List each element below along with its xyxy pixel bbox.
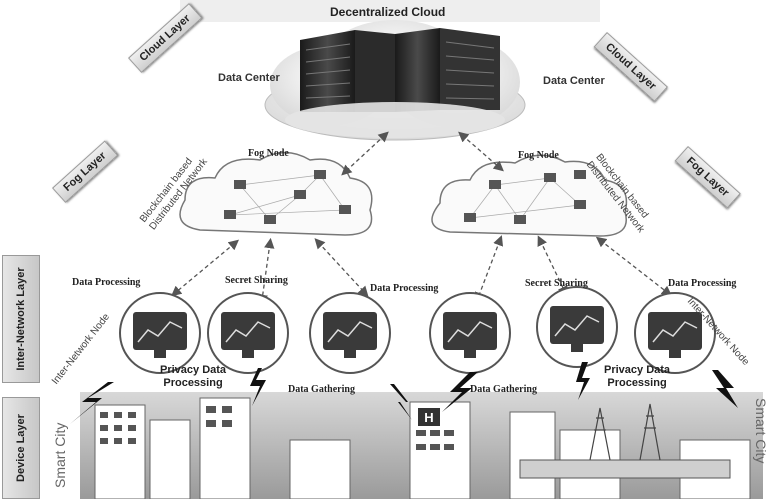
top-banner (180, 0, 600, 22)
smart-city-illustration: H (80, 392, 763, 499)
privacy-line2: Processing (163, 377, 223, 389)
secret-sharing-label-1: Secret Sharing (225, 275, 288, 286)
data-processing-label-3: Data Processing (668, 278, 737, 289)
smart-city-label-left: Smart City (52, 422, 68, 488)
data-center-right-label: Data Center (543, 75, 605, 87)
fog-node-label-right: Fog Node (518, 150, 559, 161)
diagram-title: Decentralized Cloud (330, 5, 446, 19)
fog-node-label-left: Fog Node (248, 148, 289, 159)
fog-cloud-right (431, 154, 628, 237)
fog-cloud-left (179, 151, 373, 236)
privacy-line1: Privacy Data (160, 364, 227, 376)
svg-text:H: H (424, 410, 433, 425)
data-gathering-label-left: Data Gathering (288, 384, 355, 395)
privacy-line1: Privacy Data (604, 364, 671, 376)
inter-network-nodes (119, 286, 716, 374)
privacy-line2: Processing (607, 377, 667, 389)
dashed-connection-arrows (171, 131, 673, 306)
data-gathering-label-right: Data Gathering (470, 384, 537, 395)
data-processing-label-2: Data Processing (370, 283, 439, 294)
smart-city-label-right: Smart City (753, 398, 769, 464)
privacy-processing-label-right: Privacy Data Processing (604, 364, 670, 390)
data-processing-label-1: Data Processing (72, 277, 141, 288)
device-layer-tag: Device Layer (2, 397, 40, 499)
inter-network-layer-label: Inter-Network Layer (15, 267, 27, 371)
secret-sharing-label-2: Secret Sharing (525, 278, 588, 289)
data-center-left-label: Data Center (218, 72, 280, 84)
privacy-processing-label-left: Privacy Data Processing (160, 364, 226, 390)
device-layer-label: Device Layer (15, 414, 27, 482)
inter-network-layer-tag: Inter-Network Layer (2, 255, 40, 383)
wireless-link-bolts (70, 362, 738, 424)
server-racks-icon (285, 28, 505, 138)
